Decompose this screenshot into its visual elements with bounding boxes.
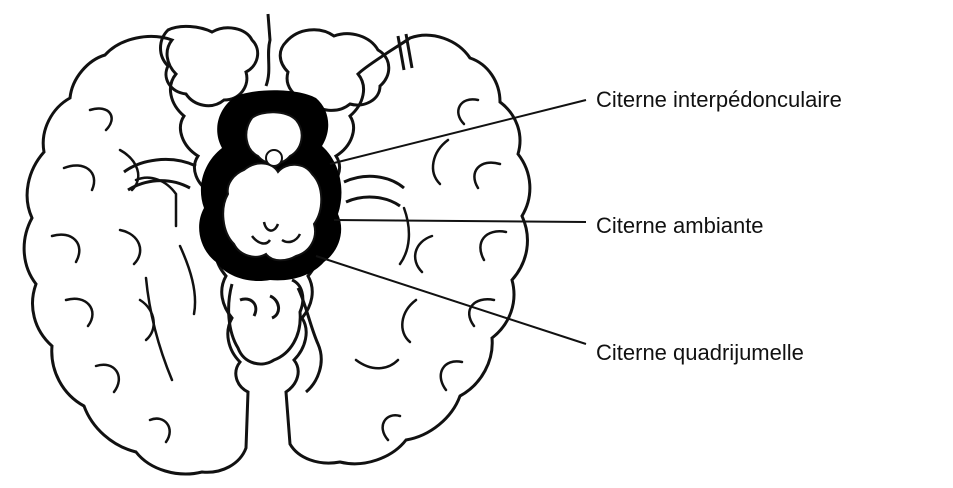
- cerebellum-vermis: [229, 280, 303, 364]
- label-quadrigeminal-cistern: Citerne quadrijumelle: [596, 342, 804, 364]
- left-sylvian-fissure: [124, 159, 196, 190]
- leader-line-quadrigeminal: [316, 256, 586, 344]
- right-sulci: [356, 99, 506, 440]
- pituitary-dot: [266, 150, 282, 166]
- midbrain: [223, 163, 321, 260]
- label-interpeduncular-cistern: Citerne interpédonculaire: [596, 89, 842, 111]
- interhemispheric-fissure: [266, 14, 270, 86]
- right-sylvian-fissure: [344, 176, 404, 206]
- leader-line-ambient: [334, 220, 586, 222]
- label-ambient-cistern: Citerne ambiante: [596, 215, 764, 237]
